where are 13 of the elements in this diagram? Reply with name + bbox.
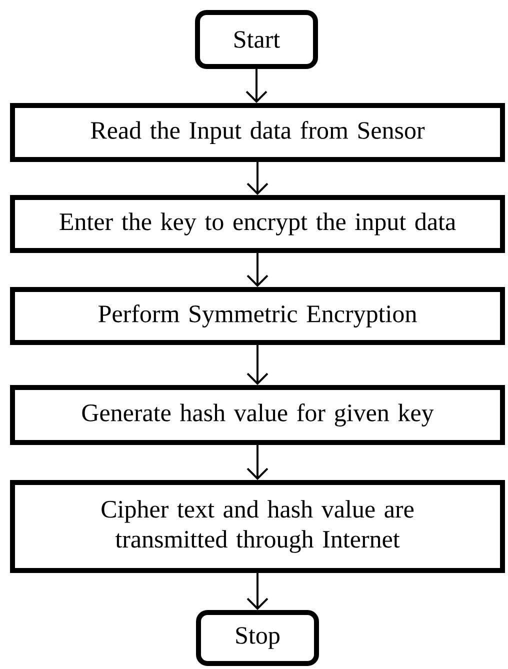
process-box: Read the Input data from Sensor (10, 103, 505, 162)
process-box: Cipher text and hash value are transmitted through Internet (10, 480, 505, 573)
terminal-box: Start (195, 10, 318, 69)
arrow (246, 162, 268, 195)
arrow (246, 573, 268, 610)
arrow (246, 253, 268, 287)
process-box: Generate hash value for given key (10, 385, 505, 445)
process-box: Perform Symmetric Encryption (10, 287, 505, 345)
arrow (246, 445, 268, 480)
process-box: Enter the key to encrypt the input data (10, 195, 505, 253)
terminal-box: Stop (196, 610, 319, 666)
arrow (246, 69, 268, 103)
arrow (246, 345, 268, 385)
